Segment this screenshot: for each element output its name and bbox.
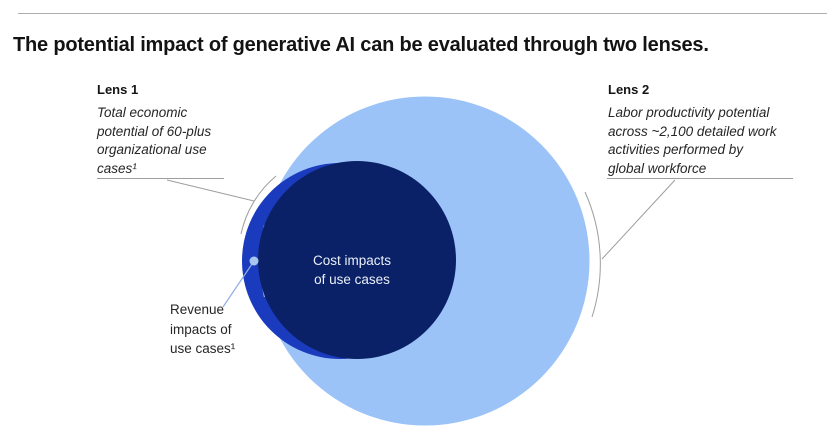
- lens1-bracket-arc: [240, 175, 277, 235]
- revenue-leader-line: [222, 260, 255, 308]
- lens1-label-block: Lens 1 Total economic potential of 60-pl…: [97, 82, 307, 178]
- lens2-label-block: Lens 2 Labor productivity potential acro…: [608, 82, 818, 178]
- lens1-connector-line: [166, 179, 255, 202]
- revenue-impacts-label: Revenue impacts of use cases¹: [170, 302, 236, 356]
- lens1-description: Total economic potential of 60-plus orga…: [97, 105, 212, 176]
- lens1-heading: Lens 1: [97, 82, 139, 97]
- lens2-underline: [607, 178, 793, 179]
- revenue-dot: [249, 256, 259, 266]
- top-rule: [18, 13, 827, 14]
- cost-impacts-circle: [258, 161, 456, 359]
- lens2-bracket-arc: [584, 191, 601, 318]
- lens2-description: Labor productivity potential across ~2,1…: [608, 105, 777, 176]
- lens2-connector-line: [601, 179, 676, 260]
- cost-impacts-label: Cost impacts of use cases: [312, 253, 392, 287]
- lens1-underline: [97, 178, 224, 179]
- exhibit-title: The potential impact of generative AI ca…: [13, 34, 709, 56]
- lens2-heading: Lens 2: [608, 82, 650, 97]
